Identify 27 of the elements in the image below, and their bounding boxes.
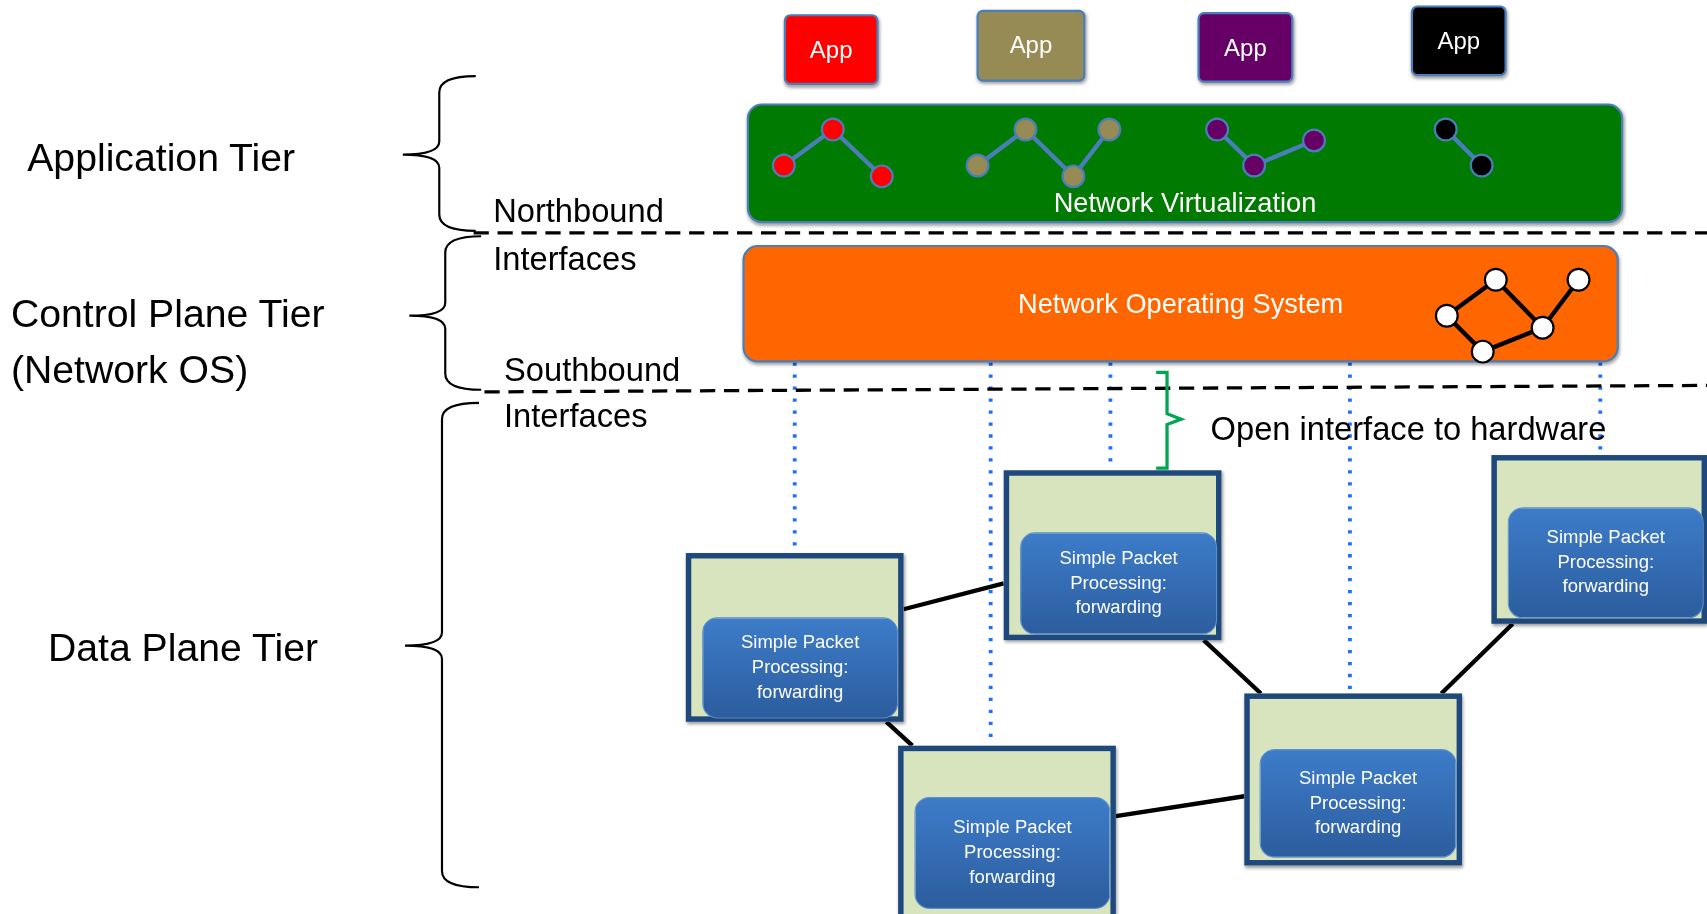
switch-box — [1003, 470, 1222, 641]
process-box: Simple Packet Processing: forwarding — [1020, 532, 1218, 635]
app-box: App — [1197, 12, 1294, 83]
link-line — [903, 581, 1005, 612]
process-box: Simple Packet Processing: forwarding — [702, 617, 899, 719]
tier-label: Application Tier — [27, 134, 297, 182]
app-box: App — [783, 14, 879, 85]
interface-label: Southbound Interfaces — [504, 350, 682, 436]
switch-box — [1491, 455, 1707, 624]
process-box: Simple Packet Processing: forwarding — [1259, 749, 1457, 858]
app-box: App — [1410, 5, 1507, 77]
process-box: Simple Packet Processing: forwarding — [914, 796, 1111, 909]
annotation-text: Open interface to hardware — [1210, 409, 1608, 449]
link-line — [884, 720, 914, 748]
virtualization-layer — [746, 103, 1624, 224]
tier-label: Control Plane Tier (Network OS) — [10, 289, 326, 395]
link-line — [1115, 794, 1245, 819]
switch-box — [685, 553, 904, 722]
switch-box — [898, 745, 1116, 914]
app-box: App — [976, 9, 1086, 82]
switch-box — [1244, 693, 1463, 866]
layer-label: Network Operating System — [1018, 287, 1344, 320]
tier-label: Data Plane Tier — [47, 623, 320, 672]
interface-label: Northbound Interfaces — [493, 191, 665, 278]
layer-label: Network Virtualization — [1053, 187, 1317, 219]
process-box: Simple Packet Processing: forwarding — [1507, 507, 1704, 619]
network-os-layer — [742, 244, 1619, 363]
